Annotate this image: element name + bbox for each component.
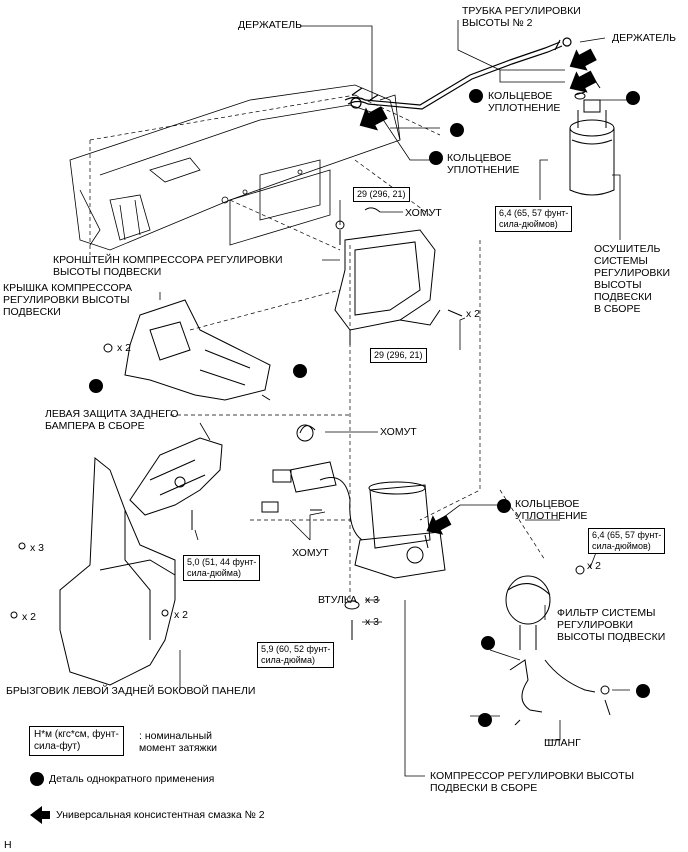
oring-top-right-label: КОЛЬЦЕВОЕ УПЛОТНЕНИЕ	[488, 90, 561, 114]
torque-box-3: 6,4 (65, 57 фунт- сила-дюймов)	[495, 206, 573, 232]
leader-lines	[159, 20, 630, 777]
torque-box-5: 6,4 (65, 57 фунт- сила-дюймов)	[588, 528, 666, 554]
footer-code: H	[4, 839, 12, 851]
bumper-guard-drawing	[129, 437, 223, 530]
non-reusable-markers	[30, 89, 650, 786]
holder-left-label: ДЕРЖАТЕЛЬ	[238, 19, 303, 31]
clamp-top-label: ХОМУТ	[405, 207, 442, 219]
bracket-label: КРОНШТЕЙН КОМПРЕССОРА РЕГУЛИРОВКИ ВЫСОТЫ…	[53, 254, 283, 278]
compressor-drawing	[261, 424, 446, 640]
bumper-guard-label: ЛЕВАЯ ЗАЩИТА ЗАДНЕГО БАМПЕРА В СБОРЕ	[45, 408, 179, 432]
legend-grease: Универсальная консистентная смазка № 2	[56, 809, 265, 821]
mult-bracket: x 2	[466, 308, 481, 320]
oring-lower-label: КОЛЬЦЕВОЕ УПЛОТНЕНИЕ	[515, 498, 588, 522]
torque-box-6: 5,9 (60, 52 фунт- сила-дюйма)	[257, 642, 335, 668]
mult-cover: x 2	[117, 342, 132, 354]
dryer-drawing	[569, 81, 615, 196]
mult-mud2: x 2	[22, 611, 37, 623]
hose-label: ШЛАНГ	[544, 737, 581, 749]
legend-torque-unit: Н*м (кгс*см, фунт- сила-фут)	[29, 726, 124, 756]
mult-bushing: x 3	[365, 594, 380, 606]
reference-lines	[89, 94, 546, 600]
dryer-label: ОСУШИТЕЛЬ СИСТЕМЫ РЕГУЛИРОВКИ ВЫСОТЫ ПОД…	[594, 243, 671, 315]
clamp-lower-label: ХОМУТ	[292, 547, 329, 559]
legend-torque-desc: : номинальный момент затяжки	[139, 730, 218, 754]
mult-filter: x 2	[587, 560, 602, 572]
mult-mud3: x 2	[174, 609, 189, 621]
height-control-tube-drawing	[344, 37, 572, 110]
mult-mud1: x 3	[30, 542, 45, 554]
legend-non-reusable: Деталь однократного применения	[49, 773, 215, 785]
oring-mid-label: КОЛЬЦЕВОЕ УПЛОТНЕНИЕ	[447, 152, 520, 176]
bracket-drawing	[334, 207, 463, 345]
cover-label: КРЫШКА КОМПРЕССОРА РЕГУЛИРОВКИ ВЫСОТЫ ПО…	[3, 282, 132, 318]
grease-arrows	[30, 48, 597, 824]
holder-right-label: ДЕРЖАТЕЛЬ	[612, 32, 677, 44]
bushing-label: ВТУЛКА	[318, 594, 358, 606]
compressor-label: КОМПРЕССОР РЕГУЛИРОВКИ ВЫСОТЫ ПОДВЕСКИ В…	[430, 770, 634, 794]
compressor-cover-drawing	[103, 299, 271, 401]
filter-drawing	[505, 565, 611, 726]
mudguard-label: БРЫЗГОВИК ЛЕВОЙ ЗАДНЕЙ БОКОВОЙ ПАНЕЛИ	[6, 685, 256, 697]
clamp-mid-label: ХОМУТ	[380, 426, 417, 438]
mudguard-drawing	[10, 456, 176, 686]
torque-box-1: 29 (296, 21)	[353, 187, 410, 202]
tube-label: ТРУБКА РЕГУЛИРОВКИ ВЫСОТЫ № 2	[462, 5, 581, 29]
mult-bolt: x 3	[365, 616, 380, 628]
filter-label: ФИЛЬТР СИСТЕМЫ РЕГУЛИРОВКИ ВЫСОТЫ ПОДВЕС…	[557, 607, 666, 643]
vehicle-frame-drawing	[69, 84, 401, 251]
torque-box-4: 5,0 (51, 44 фунт- сила-дюйма)	[183, 555, 261, 581]
torque-box-2: 29 (296, 21)	[370, 348, 427, 363]
